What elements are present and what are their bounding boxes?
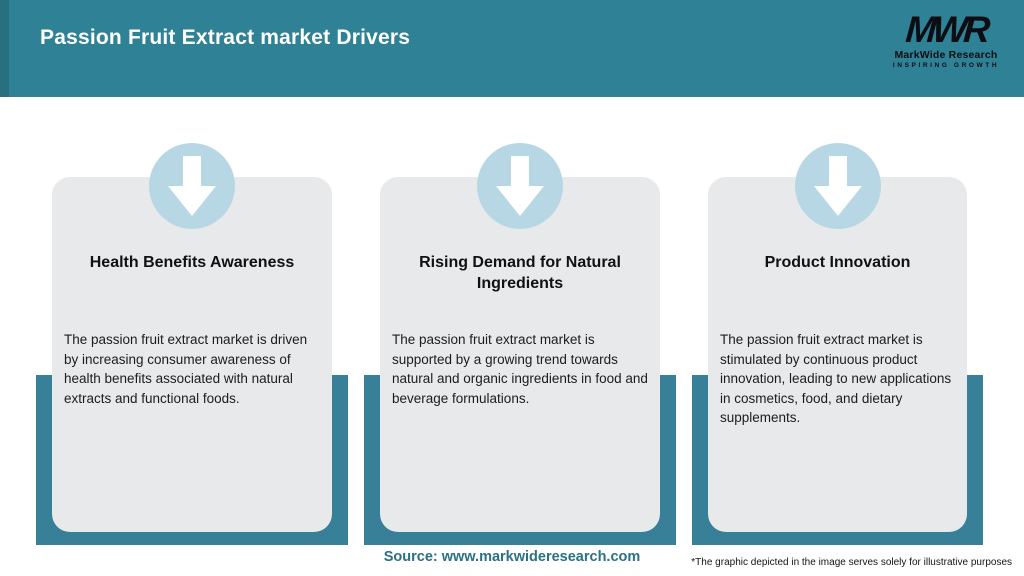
logo-acronym: MWR bbox=[904, 9, 988, 50]
arrow-down-icon bbox=[149, 143, 235, 229]
arrow-down-icon bbox=[794, 143, 881, 229]
card-title: Product Innovation bbox=[764, 254, 911, 271]
card-description: The passion fruit extract market is supp… bbox=[392, 332, 648, 406]
page-title: Passion Fruit Extract market Drivers bbox=[40, 26, 411, 49]
card-description: The passion fruit extract market is stim… bbox=[720, 332, 952, 425]
card-body: Rising Demand for Natural Ingredients Th… bbox=[380, 177, 660, 532]
source-text: Source: www.markwideresearch.com bbox=[383, 549, 641, 565]
logo-tagline: INSPIRING GROWTH bbox=[892, 62, 1000, 69]
card-title: Health Benefits Awareness bbox=[89, 254, 295, 271]
driver-card-natural-ingredients: Rising Demand for Natural Ingredients Th… bbox=[364, 143, 676, 545]
header-left-edge bbox=[0, 0, 9, 97]
logo-name: MarkWide Research bbox=[894, 49, 998, 61]
card-body: Health Benefits Awareness The passion fr… bbox=[52, 177, 332, 532]
arrow-down-icon bbox=[477, 143, 563, 229]
driver-card-health-benefits: Health Benefits Awareness The passion fr… bbox=[36, 143, 348, 545]
header: Passion Fruit Extract market Drivers MWR… bbox=[0, 0, 1024, 97]
card-title: Rising Demand for Natural Ingredients bbox=[419, 254, 621, 292]
driver-cards: Health Benefits Awareness The passion fr… bbox=[36, 143, 983, 545]
card-body: Product Innovation The passion fruit ext… bbox=[708, 177, 967, 532]
card-description: The passion fruit extract market is driv… bbox=[64, 332, 308, 406]
disclaimer-text: *The graphic depicted in the image serve… bbox=[691, 557, 1012, 568]
driver-card-product-innovation: Product Innovation The passion fruit ext… bbox=[692, 143, 983, 545]
markwide-research-logo: MWR MarkWide Research INSPIRING GROWTH bbox=[886, 9, 1006, 69]
